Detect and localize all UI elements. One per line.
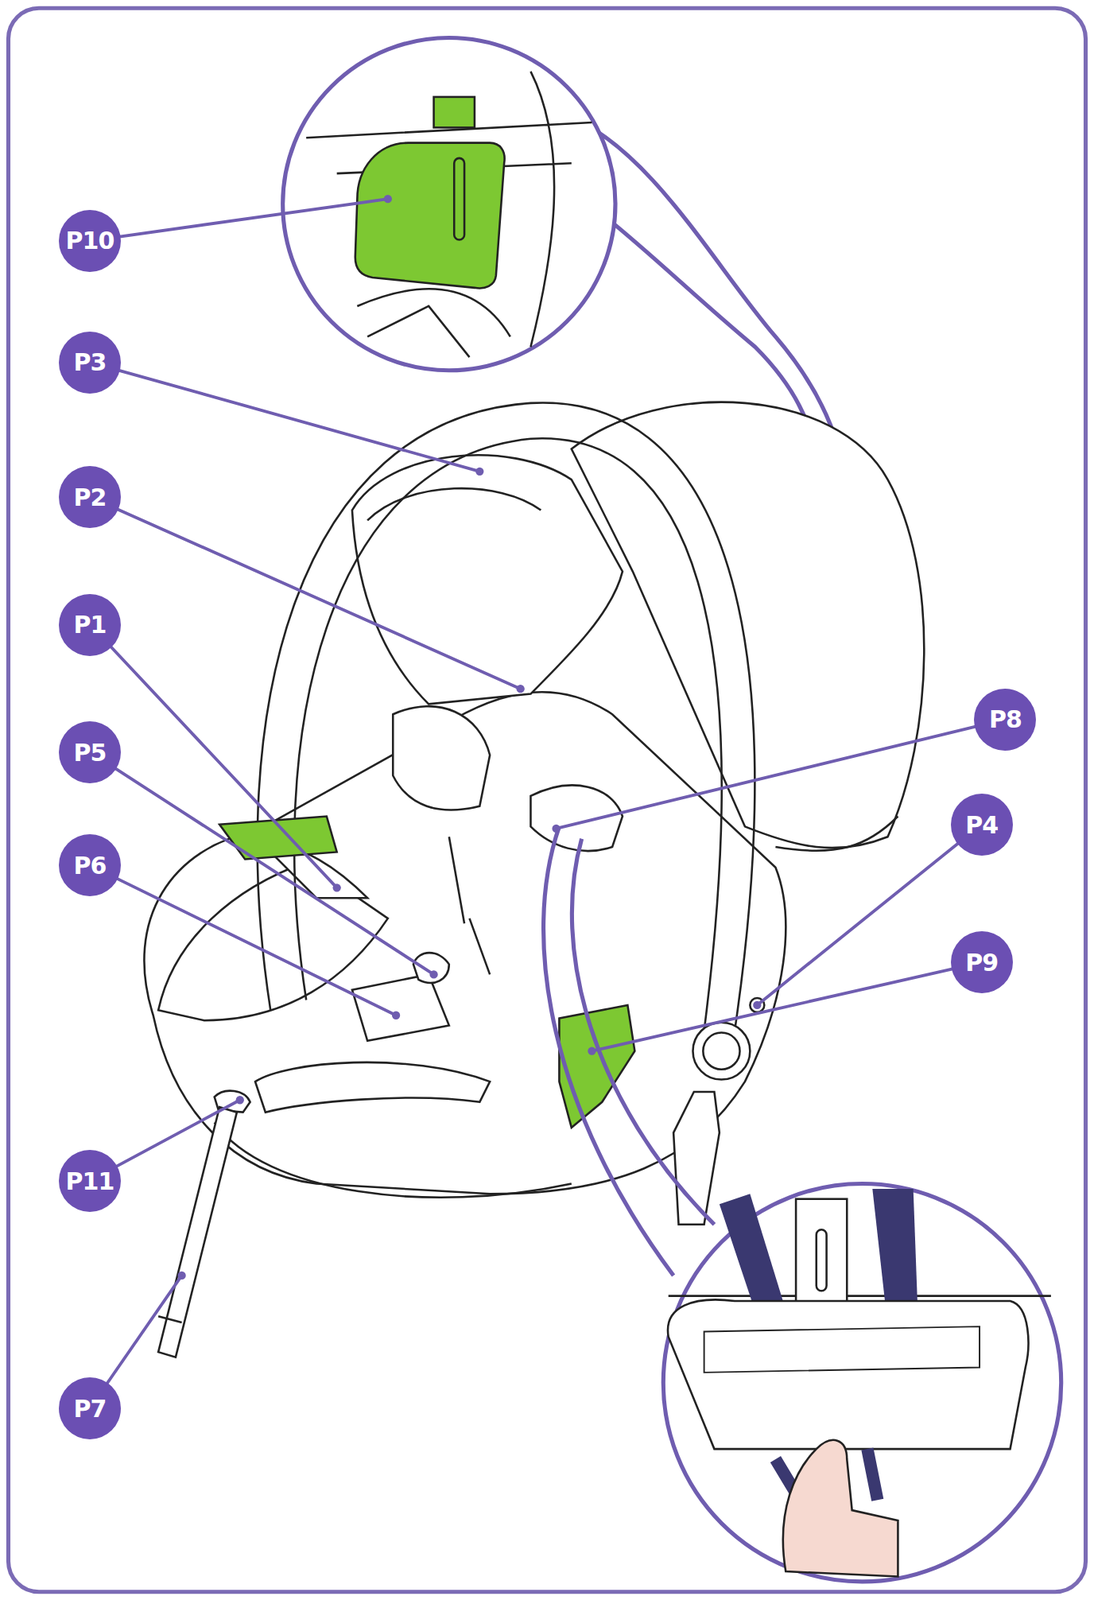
buckle — [413, 952, 450, 983]
callout-number: P1 — [58, 593, 121, 656]
frame-border — [7, 7, 1086, 1591]
headrest-line — [367, 488, 541, 520]
leader-lines — [89, 198, 1005, 1409]
harness-strap — [449, 836, 490, 974]
zoom-connector-bottom — [543, 826, 715, 1276]
seat-detail-line — [306, 71, 592, 357]
zoom-circle — [283, 37, 616, 370]
handle-pivot — [692, 1022, 750, 1080]
callout-number: P8 — [973, 688, 1036, 751]
carry-handle — [257, 402, 765, 1224]
leader-dot — [752, 1000, 761, 1009]
canopy-edge — [775, 816, 898, 851]
leader-dot — [391, 1011, 400, 1020]
callout-number: P4 — [950, 793, 1013, 856]
flap-seam — [704, 1326, 980, 1373]
handle-inner — [294, 438, 722, 1031]
leader-dot — [551, 824, 560, 833]
adjuster-strap — [158, 1106, 237, 1357]
leader-line — [89, 624, 338, 888]
leader-dots — [177, 194, 761, 1280]
handle-outer — [257, 402, 756, 1031]
crotch-pad — [352, 973, 450, 1040]
green-belt-guide-left — [219, 816, 338, 860]
leader-dot — [333, 883, 342, 892]
callout-number: P11 — [58, 1149, 121, 1212]
callout-number: P7 — [58, 1377, 121, 1440]
leader-dot — [384, 194, 392, 203]
strap-end — [158, 1315, 183, 1323]
release-button-green — [355, 143, 505, 289]
seat-cover-flap — [667, 1299, 1029, 1449]
zoom-circle-bottom — [663, 1183, 1061, 1581]
leader-line — [556, 719, 1006, 829]
seat-front-pad — [255, 1062, 490, 1113]
green-belt-guide-right — [558, 1004, 635, 1128]
leader-line — [89, 496, 520, 689]
leader-line — [756, 824, 982, 1005]
headrest — [352, 454, 623, 704]
callout-number: P5 — [58, 721, 121, 784]
shoulder-pad-right — [530, 785, 622, 852]
leader-line — [89, 362, 480, 472]
callout-number: P10 — [58, 209, 121, 272]
plate-slot — [816, 1229, 827, 1291]
leader-dot — [587, 1047, 596, 1056]
shoulder-pad-left — [392, 706, 490, 810]
zoom-circle-top — [283, 37, 616, 370]
callout-number: P9 — [950, 931, 1013, 994]
callout-number: P3 — [58, 331, 121, 394]
button-slot — [453, 158, 465, 241]
zoom-circle — [663, 1183, 1061, 1581]
leader-line — [89, 198, 388, 241]
seat-detail-line — [668, 1294, 1052, 1297]
leader-dot — [475, 467, 484, 476]
callout-number: P2 — [58, 465, 121, 528]
zoom-band-line — [571, 838, 714, 1225]
seat-shell — [143, 454, 786, 1357]
leader-dot — [429, 969, 438, 978]
leader-dot — [236, 1095, 245, 1104]
callout-number: P6 — [58, 834, 121, 897]
leader-line — [591, 962, 982, 1052]
hand — [783, 1439, 899, 1577]
leader-line — [89, 865, 396, 1016]
leader-dot — [516, 684, 525, 693]
zoom-band-line — [543, 826, 675, 1276]
shell-base — [214, 1121, 572, 1197]
button-tab — [434, 96, 475, 128]
leader-dot — [177, 1271, 186, 1280]
leader-line — [89, 752, 434, 975]
handle-pivot-ring — [702, 1032, 740, 1070]
